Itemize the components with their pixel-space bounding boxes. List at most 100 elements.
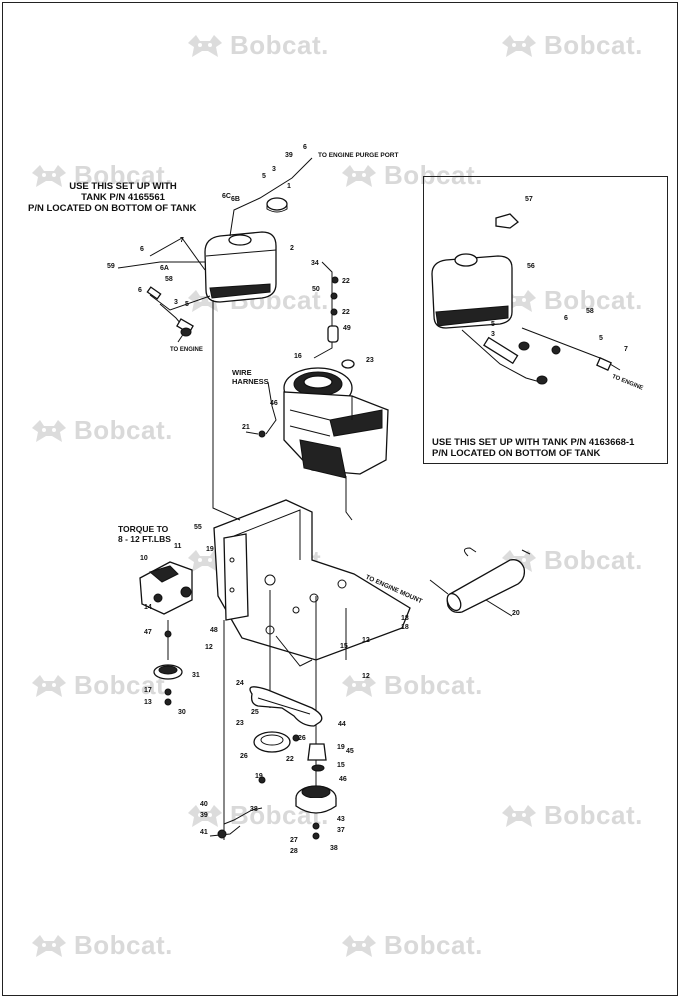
idler-bracket: [209, 776, 266, 839]
part-callout-number: 7: [180, 237, 184, 244]
part-callout-number: 6: [140, 246, 144, 253]
note-line: HARNESS: [232, 377, 269, 386]
note-line: P/N LOCATED ON BOTTOM OF TANK: [432, 448, 601, 459]
part-callout-number: 18: [401, 615, 409, 622]
bobcat-watermark: Bobcat.: [30, 415, 173, 446]
drive-belt: [249, 686, 323, 727]
part-callout-number: 25: [251, 709, 259, 716]
watermark-text: Bobcat.: [544, 285, 643, 315]
part-callout-number: 46: [270, 400, 278, 407]
bobcat-logo-icon: [32, 164, 66, 187]
part-callout-number: 22: [342, 278, 350, 285]
note-line: USE THIS SET UP WITH TANK P/N 4163668-1: [432, 437, 635, 448]
watermark-text: Bobcat.: [544, 30, 643, 60]
part-callout-number: 17: [144, 687, 152, 694]
watermark-text: Bobcat.: [544, 545, 643, 575]
note-torque: TORQUE TO 8 - 12 FT.LBS: [118, 524, 171, 544]
part-callout-number: 39: [200, 812, 208, 819]
part-callout-number: 20: [512, 610, 520, 617]
label-purge-port: TO ENGINE PURGE PORT: [318, 150, 398, 161]
watermark-text: Bobcat.: [384, 160, 483, 190]
inset-fuel-lines: [461, 327, 621, 385]
note-line: P/N LOCATED ON BOTTOM OF TANK: [28, 203, 197, 214]
bobcat-watermark: Bobcat.: [186, 30, 329, 61]
bobcat-logo-icon: [342, 164, 376, 187]
part-callout-number: 13: [144, 699, 152, 706]
fuel-tank: [204, 231, 277, 303]
part-callout-number: 47: [144, 629, 152, 636]
note-line: TORQUE TO: [118, 524, 169, 534]
bobcat-logo-icon: [188, 804, 222, 827]
part-callout-number: 6A: [160, 265, 169, 272]
part-callout-number: 10: [140, 555, 148, 562]
inset-alt-tank-box: [423, 176, 668, 464]
part-callout-number: 55: [194, 524, 202, 531]
clutch-assembly: [295, 743, 337, 840]
bobcat-watermark: Bobcat.: [30, 160, 173, 191]
fuel-cap: [266, 197, 288, 213]
hydraulic-pump: [139, 561, 193, 615]
bobcat-logo-icon: [342, 674, 376, 697]
part-callout-number: 26: [298, 735, 306, 742]
note-main-tank-location: P/N LOCATED ON BOTTOM OF TANK: [28, 203, 196, 214]
part-callout-number: 28: [290, 848, 298, 855]
part-callout-number: 48: [210, 627, 218, 634]
watermark-text: Bobcat.: [384, 930, 483, 960]
part-callout-number: 45: [346, 748, 354, 755]
part-callout-number: 22: [342, 309, 350, 316]
part-callout-number: 59: [107, 263, 115, 270]
part-callout-number: 58: [165, 276, 173, 283]
label-to-engine: TO ENGINE: [170, 345, 203, 356]
bobcat-watermark: Bobcat.: [340, 930, 483, 961]
part-callout-number: 49: [343, 325, 351, 332]
bobcat-logo-icon: [342, 934, 376, 957]
pump-pulley: [153, 630, 183, 706]
watermark-text: Bobcat.: [544, 800, 643, 830]
engine: [283, 367, 389, 479]
watermark-text: Bobcat.: [74, 930, 173, 960]
watermark-text: Bobcat.: [384, 670, 483, 700]
filter-and-clamps: [313, 261, 355, 369]
part-callout-number: 44: [338, 721, 346, 728]
part-callout-number: 12: [205, 644, 213, 651]
part-callout-number: 38: [330, 845, 338, 852]
watermark-text: Bobcat.: [74, 415, 173, 445]
muffler: [429, 547, 531, 617]
part-callout-number: 3: [491, 331, 495, 338]
bobcat-watermark: Bobcat.: [500, 30, 643, 61]
part-callout-number: 15: [340, 643, 348, 650]
part-callout-number: 6C: [222, 193, 231, 200]
part-callout-number: 19: [255, 773, 263, 780]
part-callout-number: 26: [240, 753, 248, 760]
part-callout-number: 57: [525, 196, 533, 203]
idler-pulley: [253, 731, 300, 753]
part-callout-number: 11: [174, 543, 182, 550]
part-callout-number: 22: [286, 756, 294, 763]
part-callout-number: 12: [362, 637, 370, 644]
wire-harness: [245, 381, 277, 438]
part-callout-number: 2: [290, 245, 294, 252]
note-inset-tank: USE THIS SET UP WITH TANK P/N 4163668-1 …: [432, 437, 634, 459]
note-main-tank: USE THIS SET UP WITH TANK P/N 4165561: [28, 181, 218, 203]
part-callout-number: 3: [174, 299, 178, 306]
part-callout-number: 15: [337, 762, 345, 769]
part-callout-number: 37: [337, 827, 345, 834]
part-callout-number: 6B: [231, 196, 240, 203]
watermark-text: Bobcat.: [74, 160, 173, 190]
bobcat-watermark: Bobcat.: [340, 160, 483, 191]
part-callout-number: 5: [262, 173, 266, 180]
part-callout-number: 24: [236, 680, 244, 687]
bobcat-watermark: Bobcat.: [500, 800, 643, 831]
part-callout-number: 23: [366, 357, 374, 364]
part-callout-number: 1: [287, 183, 291, 190]
part-callout-number: 41: [200, 829, 208, 836]
engine-frame: [213, 499, 411, 667]
bobcat-watermark: Bobcat.: [30, 930, 173, 961]
part-callout-number: 43: [337, 816, 345, 823]
part-callout-number: 5: [185, 301, 189, 308]
bobcat-logo-icon: [32, 674, 66, 697]
part-callout-number: 27: [290, 837, 298, 844]
note-line: 8 - 12 FT.LBS: [118, 534, 171, 544]
